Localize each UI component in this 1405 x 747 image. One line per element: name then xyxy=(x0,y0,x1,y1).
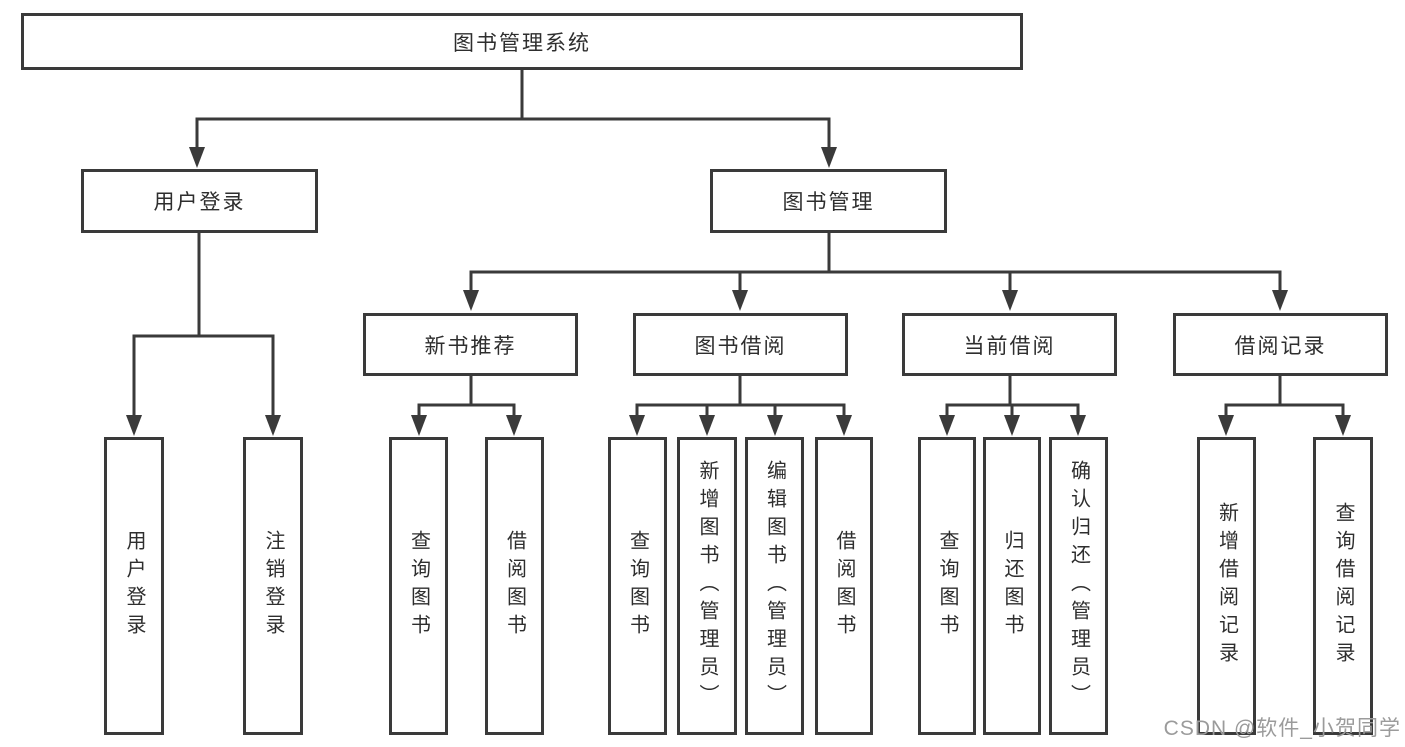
node-user-login: 用户登录 xyxy=(81,169,318,233)
leaf-user-login: 用户登录 xyxy=(104,437,164,735)
node-borrowing-records: 借阅记录 xyxy=(1173,313,1388,376)
node-book-management: 图书管理 xyxy=(710,169,947,233)
node-library-management-system: 图书管理系统 xyxy=(21,13,1023,70)
csdn-watermark: CSDN @软件_小贺同学 xyxy=(1163,717,1401,740)
leaf-search-books-borrowing: 查询图书 xyxy=(608,437,667,735)
leaf-borrow-books-borrowing: 借阅图书 xyxy=(815,437,873,735)
leaf-add-books-admin: 新增图书（管理员） xyxy=(677,437,737,735)
node-new-book-recommendation: 新书推荐 xyxy=(363,313,578,376)
leaf-add-borrow-record: 新增借阅记录 xyxy=(1197,437,1256,735)
node-current-borrowing: 当前借阅 xyxy=(902,313,1117,376)
leaf-confirm-return-admin: 确认归还（管理员） xyxy=(1049,437,1108,735)
node-book-borrowing: 图书借阅 xyxy=(633,313,848,376)
leaf-edit-books-admin: 编辑图书（管理员） xyxy=(745,437,804,735)
leaf-borrow-books-recommend: 借阅图书 xyxy=(485,437,544,735)
leaf-search-books-current: 查询图书 xyxy=(918,437,976,735)
leaf-search-books-recommend: 查询图书 xyxy=(389,437,448,735)
leaf-logout: 注销登录 xyxy=(243,437,303,735)
leaf-return-books: 归还图书 xyxy=(983,437,1041,735)
leaf-search-borrow-record: 查询借阅记录 xyxy=(1313,437,1373,735)
